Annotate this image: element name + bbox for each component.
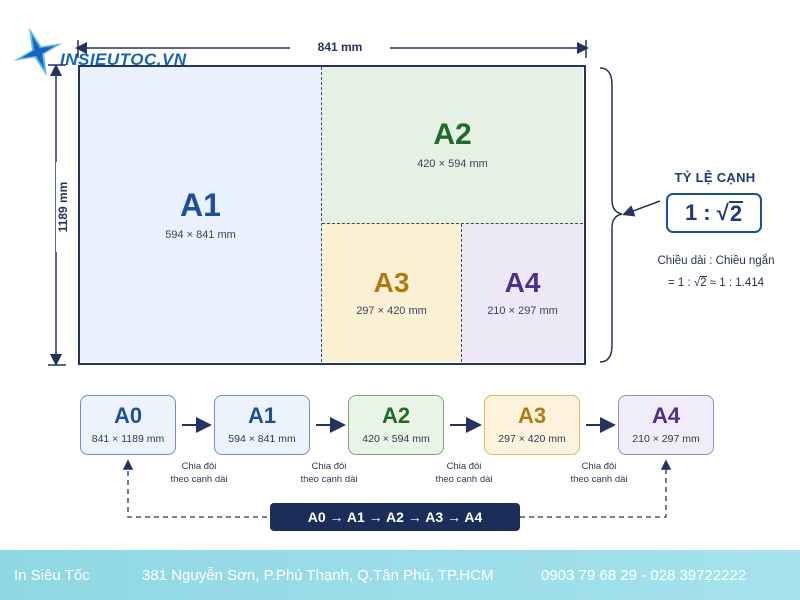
footer-company: In Siêu Tốc (14, 566, 90, 584)
step-label-line2: theo cạnh dài (570, 474, 628, 485)
cell-a2-size: 420 × 594 mm (417, 158, 488, 170)
cell-a1-name: A1 (180, 186, 221, 223)
sheet-cell-a4: A4 210 × 297 mm (462, 224, 583, 362)
brand-logo-text: INSIEUTOC.VN (60, 50, 187, 69)
cell-a1-size: 594 × 841 mm (165, 228, 236, 241)
cell-a3-size: 297 × 420 mm (356, 305, 427, 317)
cell-a4-name: A4 (504, 267, 541, 298)
ratio-note-line2: = 1 : √2 ≈ 1 : 1.414 (636, 272, 796, 294)
footer-phones: 0903 79 68 29 - 028 39722222 (541, 566, 747, 584)
step-label: Chia đôi theo cạnh dài (289, 460, 369, 486)
cell-a3-name: A3 (373, 267, 410, 298)
sheet-cell-a2: A2 420 × 594 mm (322, 67, 583, 224)
step-label-line2: theo cạnh dài (170, 474, 228, 485)
ratio-value-box: 1 : √2 (666, 193, 762, 233)
step-label: Chia đôi theo cạnh dài (559, 460, 639, 486)
ratio-note: Chiều dài : Chiều ngắn = 1 : √2 ≈ 1 : 1.… (636, 250, 796, 294)
brand-logo (8, 22, 208, 82)
paper-sheet-a0: A1 594 × 841 mm A2 420 × 594 mm A3 297 ×… (78, 65, 586, 365)
cell-a2-name: A2 (433, 118, 472, 151)
flow-box-size: 841 × 1189 mm (91, 433, 165, 445)
flow-box-name: A4 (651, 403, 681, 428)
flow-box-size: 594 × 841 mm (228, 433, 296, 445)
step-label: Chia đôi theo cạnh dài (424, 460, 504, 486)
cell-a4-size: 210 × 297 mm (487, 305, 558, 317)
sqrt-icon: √ (716, 200, 729, 225)
flow-box-size: 210 × 297 mm (632, 433, 700, 445)
ratio-note-root: 2 (700, 276, 707, 289)
flow-box-a0: A0 841 × 1189 mm (80, 395, 176, 455)
flow-box-name: A2 (381, 403, 411, 428)
ratio-pointer (622, 200, 661, 217)
flow-box-a3: A3 297 × 420 mm (484, 395, 580, 455)
step-label-line1: Chia đôi (311, 461, 347, 472)
flow-box-name: A3 (517, 403, 547, 428)
step-label-line1: Chia đôi (446, 461, 482, 472)
flow-box-a2: A2 420 × 594 mm (348, 395, 444, 455)
sqrt-icon: √ (693, 277, 701, 289)
sequence-banner: A0 → A1 → A2 → A3 → A4 (270, 503, 520, 531)
flow-box-a1: A1 594 × 841 mm (214, 395, 310, 455)
footer-address: 381 Nguyễn Sơn, P.Phú Thạnh, Q.Tân Phú, … (142, 566, 494, 584)
step-label: Chia đôi theo cạnh dài (159, 460, 239, 486)
flow-box-a4: A4 210 × 297 mm (618, 395, 714, 455)
ratio-title: TỶ LỆ CẠNH (674, 170, 756, 185)
ratio-note-line1: Chiều dài : Chiều ngắn (657, 255, 775, 267)
footer-bar: In Siêu Tốc 381 Nguyễn Sơn, P.Phú Thạnh,… (0, 550, 800, 600)
step-label-line2: theo cạnh dài (435, 474, 493, 485)
ratio-note-prefix: = 1 : (667, 277, 694, 289)
flow-box-size: 297 × 420 mm (498, 433, 566, 445)
ratio-value-prefix: 1 : (684, 200, 717, 225)
step-label-line1: Chia đôi (581, 461, 617, 472)
width-dimension-label: 841 mm (290, 40, 390, 54)
flow-box-size: 420 × 594 mm (362, 433, 430, 445)
right-brace (599, 67, 623, 363)
star-logo-icon (13, 27, 63, 77)
height-dimension-label: 1189 mm (56, 162, 70, 252)
sheet-cell-a1: A1 594 × 841 mm (80, 67, 322, 362)
ratio-value-root: 2 (728, 201, 744, 226)
ratio-note-suffix: ≈ 1 : 1.414 (706, 277, 765, 289)
step-label-line1: Chia đôi (181, 461, 217, 472)
flow-box-name: A0 (113, 403, 143, 428)
flow-box-name: A1 (247, 403, 277, 428)
sheet-cell-a3: A3 297 × 420 mm (322, 224, 462, 362)
step-label-line2: theo cạnh dài (300, 474, 358, 485)
